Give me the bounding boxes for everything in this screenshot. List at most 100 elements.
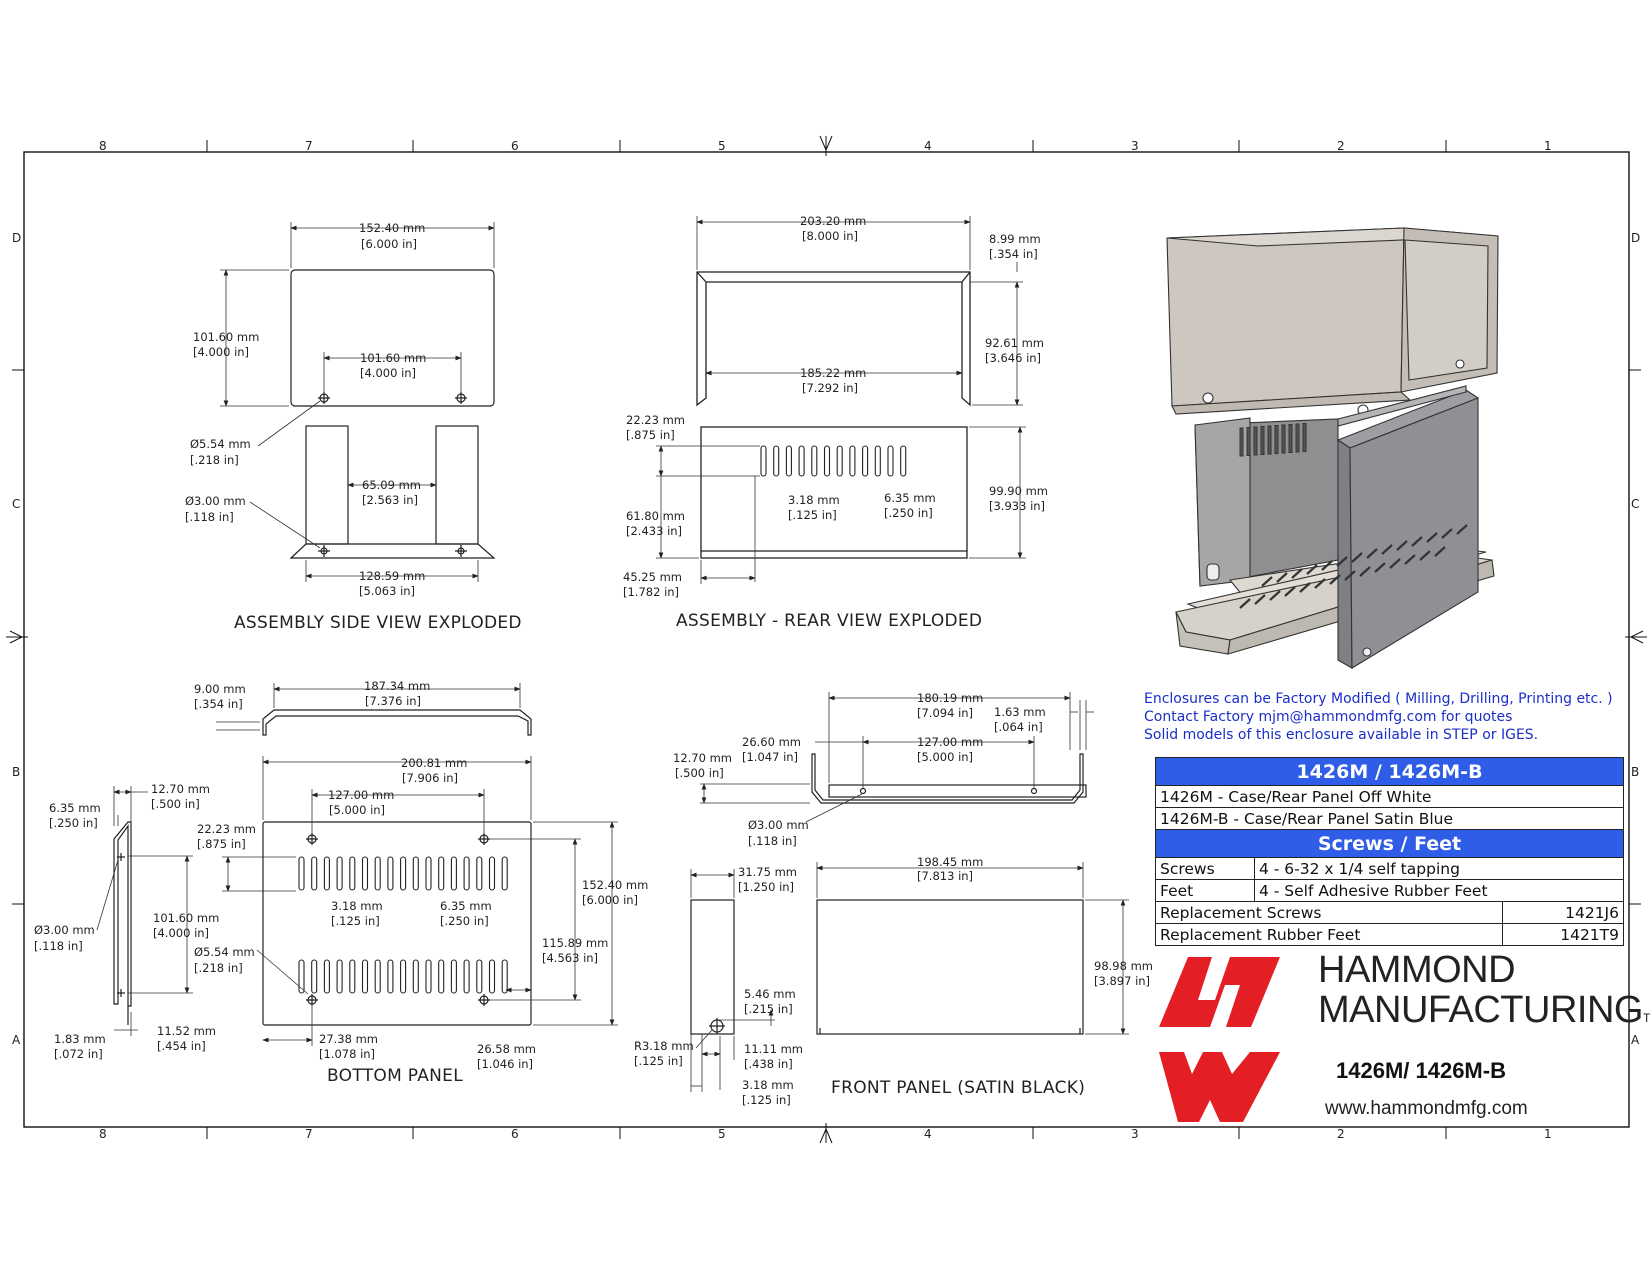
vent-slot — [298, 959, 305, 994]
vent-slot — [811, 445, 818, 477]
vent-slot — [438, 856, 445, 891]
vent-slot — [349, 856, 356, 891]
spec-key: Replacement Screws — [1155, 901, 1503, 924]
col-label: 7 — [305, 139, 313, 153]
vent-slot — [488, 959, 496, 994]
dim-label: [.215 in] — [744, 1002, 793, 1016]
vent-slot — [1239, 598, 1251, 609]
dim-label: 128.59 mm — [359, 569, 425, 583]
dim-label: [.125 in] — [788, 508, 837, 522]
row-label: A — [12, 1033, 21, 1047]
dim-label: 92.61 mm — [985, 336, 1044, 350]
vent-slot — [425, 856, 432, 891]
vent-slot — [1434, 546, 1446, 557]
dim-label: 6.35 mm — [884, 491, 936, 505]
dim-label: [.125 in] — [742, 1093, 791, 1107]
dim-label: [.875 in] — [197, 837, 246, 851]
dim-label: [.064 in] — [994, 720, 1043, 734]
dim-label: [2.563 in] — [362, 493, 418, 507]
dim-label: 61.80 mm — [626, 509, 685, 523]
front-panel-side — [690, 899, 735, 1035]
vent-slot — [1302, 423, 1307, 452]
vent-slot — [450, 856, 457, 891]
dim-label: 187.34 mm — [364, 679, 430, 693]
dim-label: [.354 in] — [989, 247, 1038, 261]
part-number: 1421T9 — [1502, 923, 1624, 946]
dim-label: 127.00 mm — [917, 735, 983, 749]
view-title-side: ASSEMBLY SIDE VIEW EXPLODED — [234, 613, 522, 633]
side-view — [289, 269, 496, 559]
vent-slot — [1253, 426, 1258, 456]
note-line: Solid models of this enclosure available… — [1144, 727, 1539, 743]
dim-label: [.500 in] — [151, 797, 200, 811]
dim-label: [.250 in] — [884, 506, 933, 520]
dim-label: [1.782 in] — [623, 585, 679, 599]
dim-label: [1.047 in] — [742, 750, 798, 764]
bottom-slots — [298, 856, 508, 994]
row-label: C — [1631, 497, 1639, 511]
dim-label: 8.99 mm — [989, 232, 1041, 246]
vent-slot — [387, 959, 394, 994]
dim-label: 9.00 mm — [194, 682, 246, 696]
dim-label: [7.094 in] — [917, 706, 973, 720]
dim-label: [4.000 in] — [193, 345, 249, 359]
vent-slot — [1321, 560, 1333, 571]
website-link[interactable]: www.hammondmfg.com — [1325, 1098, 1528, 1119]
vent-slot — [1419, 550, 1431, 561]
vent-slot — [1261, 576, 1273, 587]
vent-slot — [862, 445, 869, 477]
spec-key: Feet — [1155, 879, 1255, 902]
vent-slot — [823, 445, 831, 477]
dim-label: 101.60 mm — [153, 911, 219, 925]
dim-label: [4.000 in] — [360, 366, 416, 380]
vent-slot — [1404, 554, 1416, 565]
dim-label: 22.23 mm — [626, 413, 685, 427]
brand-line-2: MANUFACTURING — [1318, 989, 1643, 1031]
vent-slot — [887, 445, 894, 477]
vent-slot — [1351, 552, 1363, 563]
dim-label: Ø5.54 mm — [190, 437, 251, 451]
dim-label: [.218 in] — [194, 961, 243, 975]
vent-slot — [900, 445, 907, 477]
dim-label: 12.70 mm — [673, 751, 732, 765]
vent-slot — [1295, 423, 1300, 453]
col-label: 2 — [1337, 1127, 1345, 1141]
dim-label: R3.18 mm — [634, 1039, 694, 1053]
table-section: Screws / Feet — [1155, 829, 1624, 858]
vent-slot — [336, 856, 343, 891]
vent-slot — [311, 959, 318, 994]
col-label: 3 — [1131, 139, 1139, 153]
dim-label: [.500 in] — [675, 766, 724, 780]
vent-slot — [1329, 574, 1341, 585]
dim-label: 101.60 mm — [360, 351, 426, 365]
row-label: C — [12, 497, 20, 511]
vent-slot — [874, 445, 881, 477]
dim-label: [8.000 in] — [802, 229, 858, 243]
dim-label: [1.046 in] — [477, 1057, 533, 1071]
dim-label: 98.98 mm — [1094, 959, 1153, 973]
vent-slot — [1456, 524, 1468, 535]
dim-label: 65.09 mm — [362, 478, 421, 492]
dim-label: 1.83 mm — [54, 1032, 106, 1046]
dim-label: [.125 in] — [331, 914, 380, 928]
vent-slot — [1291, 568, 1303, 579]
factory-notes: Enclosures can be Factory Modified ( Mil… — [1144, 690, 1613, 744]
spec-key: Replacement Rubber Feet — [1155, 923, 1503, 946]
dim-label: 99.90 mm — [989, 484, 1048, 498]
dim-label: 26.60 mm — [742, 735, 801, 749]
dim-label: 101.60 mm — [193, 330, 259, 344]
dim-label: [.250 in] — [49, 816, 98, 830]
vent-slot — [349, 959, 356, 994]
vent-slot — [488, 856, 496, 891]
row-label: B — [12, 765, 20, 779]
spec-value: 4 - Self Adhesive Rubber Feet — [1254, 879, 1624, 902]
vent-slot — [760, 445, 767, 477]
dim-label: [.118 in] — [748, 834, 797, 848]
vent-slot — [400, 959, 407, 994]
vent-slot — [1396, 540, 1408, 551]
vent-slot — [374, 856, 381, 891]
border-ticks — [6, 135, 1647, 1144]
rear-view — [696, 271, 971, 559]
dim-label: 22.23 mm — [197, 822, 256, 836]
row-label: D — [12, 231, 21, 245]
